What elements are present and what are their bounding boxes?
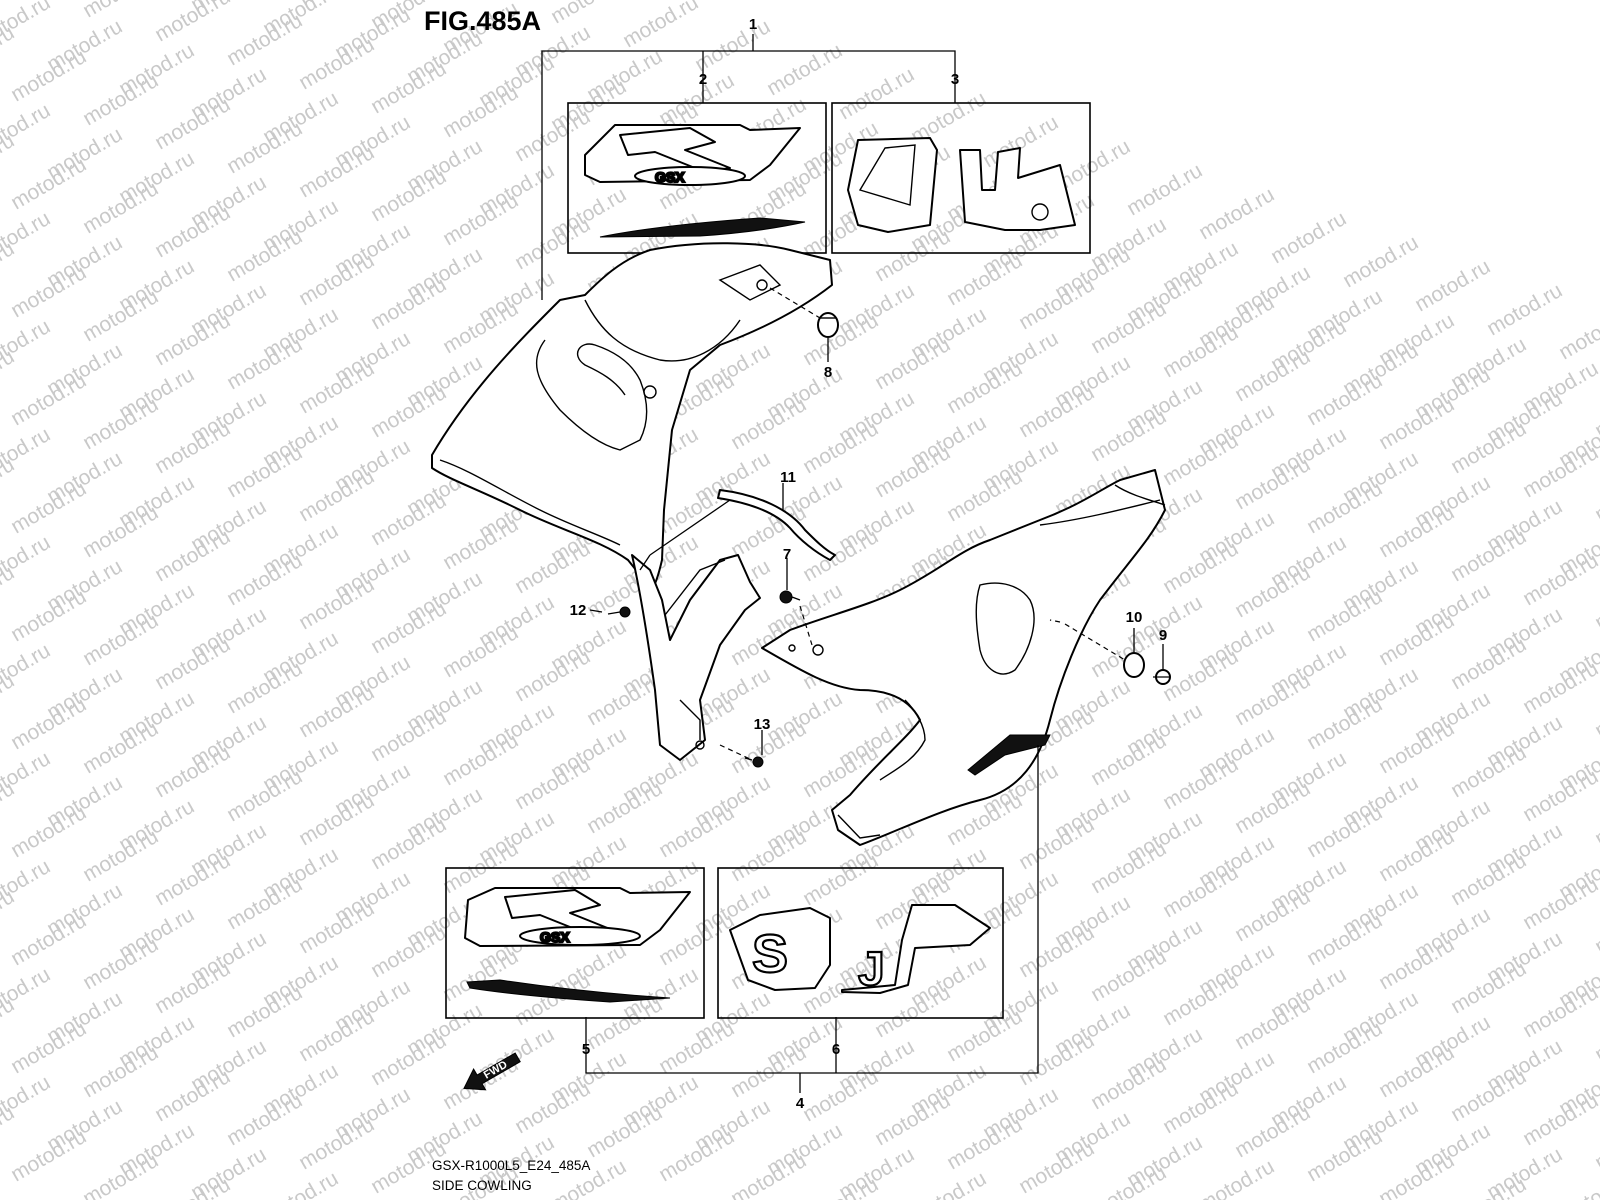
callout-4: 4 xyxy=(796,1095,805,1112)
callout-11: 11 xyxy=(780,469,796,486)
gsx-upper-label: GSX xyxy=(655,169,685,185)
watermark-text: motod.ru xyxy=(1195,183,1278,244)
watermark-text: motod.ru xyxy=(475,0,558,4)
watermark-text: motod.ru xyxy=(259,1167,342,1200)
callout-3: 3 xyxy=(951,71,959,88)
watermark-text: motod.ru xyxy=(1087,1161,1170,1200)
letter-u-decal xyxy=(959,147,1076,231)
assembly-bracket-4 xyxy=(585,745,1039,1093)
callout-9: 9 xyxy=(1159,627,1167,644)
grommet-8 xyxy=(817,312,839,338)
watermark-text: motod.ru xyxy=(1591,897,1600,958)
watermark-text: motod.ru xyxy=(1339,231,1422,292)
model-code: GSX-R1000L5_E24_485A xyxy=(432,1158,590,1173)
letter-j-decal xyxy=(841,904,991,994)
callout-1: 1 xyxy=(749,16,757,33)
callout-5: 5 xyxy=(582,1041,590,1058)
bolt-9 xyxy=(1153,669,1171,685)
callout-13: 13 xyxy=(754,716,771,733)
callout-8: 8 xyxy=(824,364,832,381)
callout-12: 12 xyxy=(570,602,587,619)
watermark-text: motod.ru xyxy=(907,1167,990,1200)
watermark-text: motod.ru xyxy=(1195,1155,1278,1200)
watermark-text: motod.ru xyxy=(1483,279,1566,340)
watermark-text: motod.ru xyxy=(835,63,918,124)
gsx-lower-label: GSX xyxy=(540,929,570,945)
watermark-text: motod.ru xyxy=(1591,1113,1600,1174)
figure-caption: SIDE COWLING xyxy=(432,1178,532,1193)
watermark-text: motod.ru xyxy=(1591,789,1600,850)
clip-12 xyxy=(607,606,631,618)
watermark-text: motod.ru xyxy=(1591,465,1600,526)
watermark-text: motod.ru xyxy=(1591,681,1600,742)
callout-7: 7 xyxy=(783,546,791,563)
decal-set-3 xyxy=(831,102,1091,254)
letter-j-label: J xyxy=(858,943,885,996)
callout-6: 6 xyxy=(832,1041,840,1058)
letter-s-decal xyxy=(729,907,831,991)
letter-k-decal xyxy=(847,137,938,233)
figure-title: FIG.485A xyxy=(424,6,541,36)
watermark-text: motod.ru xyxy=(151,0,234,46)
decal-set-6: S J xyxy=(717,867,1004,1019)
watermark-text: motod.ru xyxy=(1123,159,1206,220)
watermark-text: motod.ru xyxy=(619,0,702,52)
upper-side-cowling xyxy=(431,242,833,590)
lower-side-cowling xyxy=(761,469,1166,846)
watermark-text: motod.ru xyxy=(547,0,630,28)
washer-10 xyxy=(1123,652,1145,678)
watermark-text: motod.ru xyxy=(1411,255,1494,316)
stripe-decal-upper xyxy=(599,217,806,238)
screw-7 xyxy=(779,590,801,604)
callout-10: 10 xyxy=(1126,609,1143,626)
watermark-text: motod.ru xyxy=(1591,1005,1600,1066)
watermark-text: motod.ru xyxy=(1267,207,1350,268)
watermark-text: motod.ru xyxy=(1591,573,1600,634)
watermark-text: motod.ru xyxy=(763,39,846,100)
assembly-bracket-1 xyxy=(541,34,956,300)
letter-s-label: S xyxy=(752,924,788,984)
callout-2: 2 xyxy=(699,71,707,88)
watermark-text: motod.ru xyxy=(1555,1167,1600,1200)
decal-set-5: GSX xyxy=(445,867,705,1019)
watermark-text: motod.ru xyxy=(979,111,1062,172)
stripe-decal-lower xyxy=(466,979,671,1003)
watermark-text: motod.ru xyxy=(1555,303,1600,364)
watermark-text: motod.ru xyxy=(79,0,162,22)
cowling-seal-strip xyxy=(717,489,836,561)
lower-bracket-arm xyxy=(631,554,761,761)
